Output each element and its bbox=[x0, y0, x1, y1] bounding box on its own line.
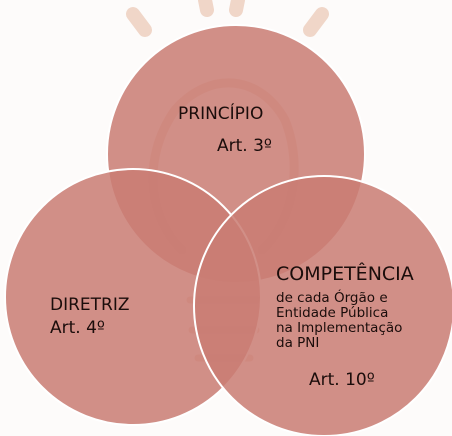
competencia-title: COMPETÊNCIA bbox=[276, 263, 414, 285]
competencia-description-line-2: Entidade Pública bbox=[276, 305, 389, 321]
competencia-circle bbox=[193, 175, 452, 436]
competencia-description-line-3: na Implementação bbox=[276, 320, 403, 336]
competencia-article: Art. 10º bbox=[309, 370, 375, 390]
competencia-description-line-1: de cada Órgão e bbox=[276, 290, 388, 306]
principio-article: Art. 3º bbox=[217, 136, 272, 156]
diretriz-article: Art. 4º bbox=[50, 318, 105, 338]
diretriz-title: DIRETRIZ bbox=[50, 295, 130, 315]
competencia-description-line-4: da PNI bbox=[276, 335, 320, 351]
principio-title: PRINCÍPIO bbox=[178, 104, 264, 124]
